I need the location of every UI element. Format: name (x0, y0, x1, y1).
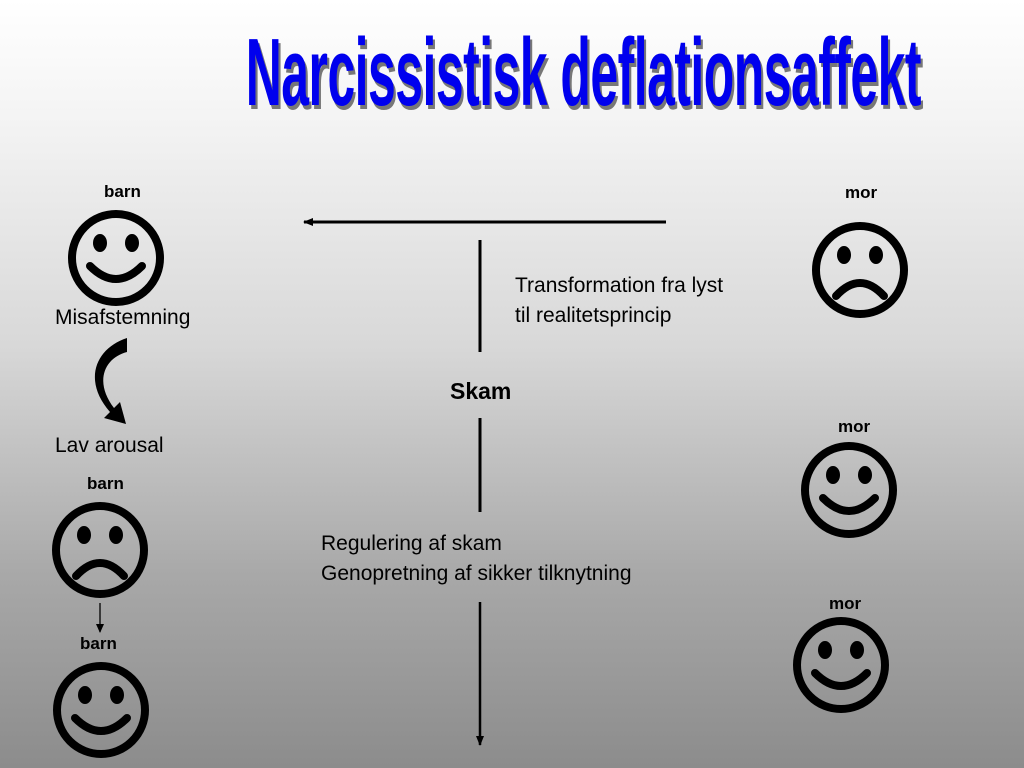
smiley-happy-icon (793, 617, 889, 713)
label-barn-mid: barn (87, 474, 124, 493)
label-mor-top: mor (845, 183, 878, 202)
text-lav-arousal: Lav arousal (55, 434, 164, 457)
label-mor-mid: mor (838, 417, 871, 436)
label-barn-bottom: barn (80, 634, 117, 653)
transformation-line1: Transformation fra lyst (515, 274, 724, 297)
smiley-sad-icon (52, 502, 148, 598)
small-arrowhead (96, 624, 104, 633)
label-barn-top: barn (104, 182, 141, 201)
curved-arrow-icon (94, 338, 127, 424)
regulering-line2: Genopretning af sikker tilknytning (321, 562, 632, 585)
regulering-line1: Regulering af skam (321, 532, 502, 555)
smiley-happy-icon (53, 662, 149, 758)
transformation-line2: til realitetsprincip (515, 304, 672, 327)
label-mor-bottom: mor (829, 594, 862, 613)
smiley-happy-icon (68, 210, 164, 306)
text-misafstemning: Misafstemning (55, 306, 191, 329)
text-regulering: Regulering af skam Genopretning af sikke… (321, 529, 632, 589)
text-skam: Skam (450, 378, 512, 404)
smiley-sad-icon (812, 222, 908, 318)
text-transformation: Transformation fra lyst til realitetspri… (515, 271, 723, 331)
smiley-happy-icon (801, 442, 897, 538)
